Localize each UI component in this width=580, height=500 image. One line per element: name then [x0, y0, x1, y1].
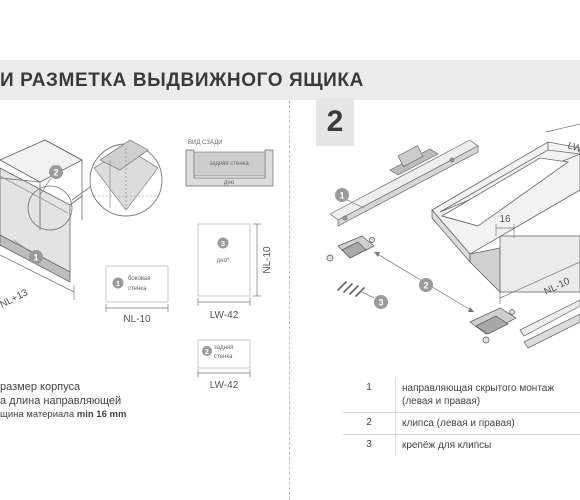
svg-text:1: 1 — [339, 191, 344, 201]
svg-text:2: 2 — [53, 168, 58, 178]
callout-1-right: 1 — [335, 188, 365, 209]
callout-3-right: 3 — [361, 291, 388, 309]
clip-screws — [337, 281, 365, 297]
rear-view: ВИД СЗАДИ задняя стенка дно — [185, 140, 274, 187]
svg-text:стенка: стенка — [128, 286, 147, 292]
svg-text:NL-10: NL-10 — [123, 314, 151, 325]
dimension-lw: LW — [545, 123, 580, 155]
callout-2-right: 2 — [373, 251, 475, 313]
dimension-16: 16 — [495, 214, 515, 238]
clip-right — [469, 307, 517, 344]
svg-text:задняя: задняя — [214, 345, 233, 351]
part-description: направляющая скрытого монтаж (левая и пр… — [395, 378, 580, 412]
parts-table: 1 направляющая скрытого монтаж (левая и … — [343, 378, 580, 456]
rear-wall-box: 2 задняя стенка LW-42 — [197, 339, 251, 391]
svg-text:2: 2 — [423, 281, 428, 291]
divider — [289, 100, 290, 500]
part-description: клипса (левая и правая) — [395, 413, 580, 434]
parts-row: 2 клипса (левая и правая) — [343, 413, 580, 435]
side-panel-box: 1 боковая стенка NL-10 — [105, 265, 169, 325]
parts-row: 3 крепёж для клипсы — [343, 435, 580, 456]
detail-circle-small — [27, 185, 73, 231]
svg-text:стенка: стенка — [214, 354, 233, 360]
drawer-box — [431, 141, 580, 293]
rail-end — [519, 299, 580, 349]
svg-text:LW-42: LW-42 — [210, 310, 239, 321]
svg-text:16: 16 — [499, 214, 511, 225]
header-band — [0, 60, 580, 100]
callout-1-left: 1 — [13, 239, 43, 264]
parts-row: 1 направляющая скрытого монтаж (левая и … — [343, 378, 580, 413]
note-line-3: щина материала min 16 mm — [0, 409, 127, 420]
svg-text:3: 3 — [221, 239, 225, 248]
detail-magnified — [89, 139, 163, 217]
clip-left — [326, 235, 375, 262]
note-line-1: размер корпуса — [0, 381, 81, 393]
svg-text:задняя стенка: задняя стенка — [209, 161, 249, 167]
drawer-isometric — [0, 139, 83, 283]
svg-text:1: 1 — [33, 253, 38, 263]
hidden-rail — [329, 139, 479, 227]
part-number: 1 — [366, 382, 372, 393]
notes: размер корпуса а длина направляющей щина… — [0, 380, 126, 422]
svg-text:LW-42: LW-42 — [210, 380, 239, 391]
svg-text:дно: дно — [224, 180, 235, 186]
part-description: крепёж для клипсы — [395, 435, 580, 456]
part-number: 3 — [366, 439, 372, 450]
svg-text:NL-10: NL-10 — [262, 246, 273, 274]
svg-text:дно*: дно* — [217, 258, 230, 264]
svg-text:3: 3 — [378, 298, 383, 308]
bottom-panel-box: 3 дно* NL-10 LW-42 — [197, 223, 273, 321]
callout-2-left: 2 — [39, 165, 63, 196]
page-title: И РАЗМЕТКА ВЫДВИЖНОГО ЯЩИКА — [0, 70, 364, 91]
svg-text:боковая: боковая — [128, 276, 151, 282]
svg-text:1: 1 — [116, 279, 120, 288]
step-number: 2 — [316, 98, 354, 146]
note-line-2: а длина направляющей — [0, 395, 122, 407]
svg-text:ВИД СЗАДИ: ВИД СЗАДИ — [188, 140, 223, 146]
svg-text:NL+13: NL+13 — [0, 287, 30, 311]
part-number: 2 — [366, 417, 372, 428]
svg-text:2: 2 — [205, 349, 209, 356]
svg-text:LW: LW — [566, 140, 580, 155]
